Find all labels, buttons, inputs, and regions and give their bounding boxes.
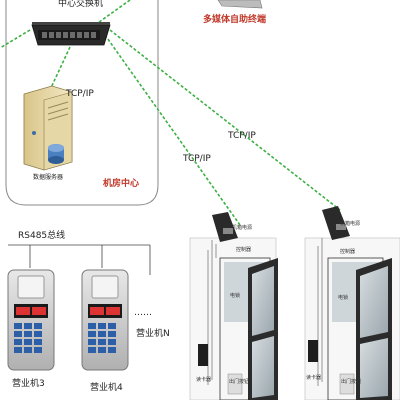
kiosk-icon: [217, 0, 263, 9]
card-terminal-icon: [81, 269, 129, 371]
door1-button-label: 出门按钮: [229, 379, 250, 385]
network-switch-icon: [31, 22, 111, 46]
network-lines: [0, 0, 341, 226]
door2-button-label: 出门按钮: [341, 379, 362, 385]
machine-room-label: 机房中心: [103, 179, 140, 189]
tcp-label-door1: TCP/IP: [183, 154, 211, 164]
exit-button-icon: [308, 340, 318, 362]
tcp-label-server: TCP/IP: [66, 89, 94, 99]
kiosk-label: 多媒体自助终端: [203, 15, 267, 25]
door2-lock-label: 电锁: [338, 295, 349, 301]
server-label: 数据服务器: [33, 174, 64, 181]
door-icon: [248, 258, 278, 400]
door2-power-label: 机箱电源: [340, 221, 361, 227]
rs485-label: RS485总线: [18, 231, 66, 241]
terminal-3-label: 营业机3: [12, 379, 45, 389]
rs485-bus: [8, 244, 151, 275]
door1-reader-label: 读卡器: [196, 377, 212, 383]
door2-reader-label: 读卡器: [306, 375, 322, 381]
terminal-4-label: 营业机4: [90, 383, 123, 393]
door1-lock-label: 电锁: [230, 293, 241, 299]
server-icon: [23, 85, 73, 171]
door-system-1: [189, 212, 278, 401]
card-reader-icon: [322, 206, 350, 240]
door-icon: [356, 258, 392, 400]
door1-power-label: 机箱电源: [232, 225, 253, 231]
door2-ctrl-label: 控制器: [340, 249, 356, 255]
card-terminal-icon: [7, 269, 55, 371]
ellipsis-label: ……: [134, 308, 152, 318]
exit-button-icon: [198, 344, 208, 366]
terminal-n-label: 营业机N: [136, 329, 170, 339]
door-system-2: [304, 206, 400, 401]
door1-ctrl-label: 控制器: [236, 247, 252, 253]
card-reader-icon: [212, 212, 238, 242]
switch-label: 中心交换机: [58, 0, 104, 9]
tcp-label-door2: TCP/IP: [228, 131, 256, 141]
machine-room-border: [5, 0, 159, 206]
